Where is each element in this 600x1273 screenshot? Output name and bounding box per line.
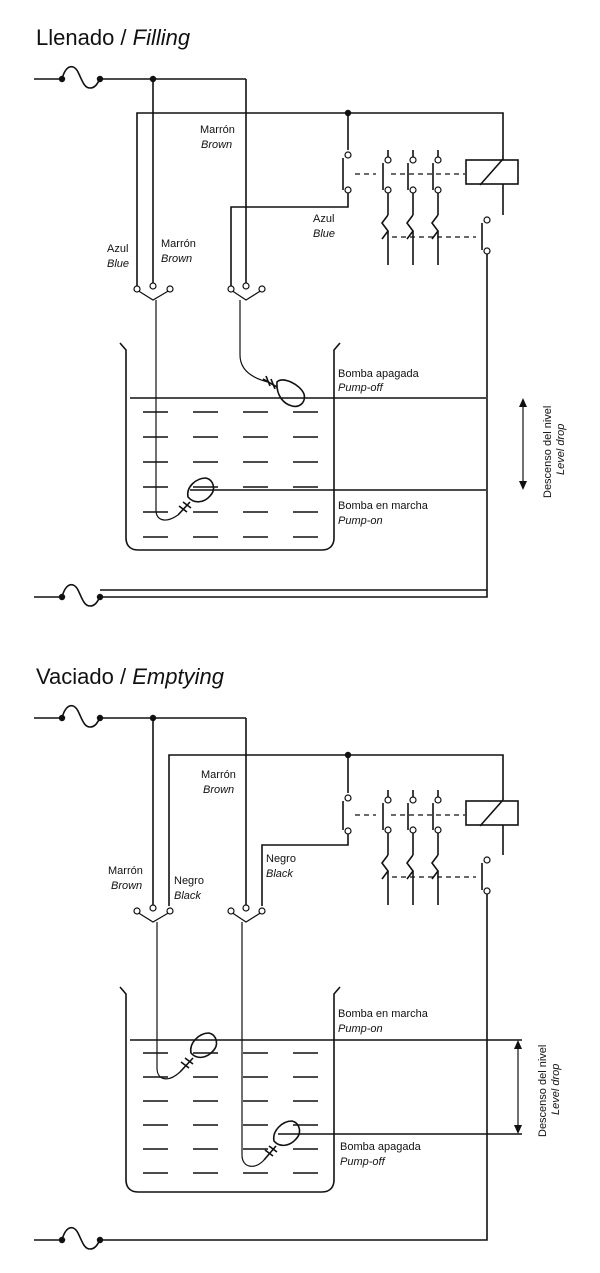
filling-float-upper-icon [262, 375, 306, 408]
emptying-supply-line-bottom [34, 1226, 488, 1250]
filling-pump-off-label-en: Pump-off [338, 382, 384, 394]
filling-control-loop [136, 109, 504, 288]
emptying-float-upper-icon [179, 1032, 218, 1073]
emptying-pump-off-label-en: Pump-off [340, 1156, 386, 1168]
emptying-level-drop-label: Descenso del nivel [537, 1045, 549, 1137]
filling-blue-right-label: Azul [313, 213, 334, 225]
filling-pump-on-label: Bomba en marcha [338, 500, 429, 512]
filling-level-drop-arrow [519, 398, 527, 490]
emptying-brown-left-label-en: Brown [111, 880, 142, 892]
emptying-pump-on-label-en: Pump-on [338, 1023, 383, 1035]
filling-level-drop-label: Descenso del nivel [542, 406, 554, 498]
filling-blue-right-label-en: Blue [313, 228, 335, 240]
emptying-float-switch-terminals [133, 904, 266, 1167]
emptying-black-right-label: Negro [266, 853, 296, 865]
filling-pump-on-label-en: Pump-on [338, 515, 383, 527]
emptying-relay-coil [465, 800, 519, 826]
emptying-control-loop [168, 751, 504, 906]
emptying-float-lower-icon [263, 1120, 301, 1161]
emptying-water-hatching [143, 1052, 318, 1174]
filling-float-switch-terminals [133, 282, 269, 510]
emptying-brown-left-label: Marrón [108, 865, 143, 877]
emptying-brown-top-label: Marrón [201, 769, 236, 781]
emptying-level-drop-arrow [514, 1040, 522, 1134]
emptying-contactor-contacts [342, 790, 519, 1233]
filling-brown-top-label: Marrón [200, 124, 235, 136]
emptying-pump-on-label: Bomba en marcha [338, 1008, 429, 1020]
filling-supply-line-bottom [34, 583, 488, 607]
emptying-title: Vaciado / Emptying [36, 664, 225, 689]
filling-supply-line-top [34, 65, 247, 288]
filling-level-drop-label-en: Level drop [555, 424, 567, 475]
filling-water-hatching [143, 411, 318, 538]
filling-tank [119, 342, 486, 551]
filling-brown-left-label-en: Brown [161, 253, 192, 265]
filling-brown-left-label: Marrón [161, 238, 196, 250]
filling-blue-left-label-en: Blue [107, 258, 129, 270]
filling-diagram: Llenado / Filling [34, 25, 567, 607]
emptying-pump-off-label: Bomba apagada [340, 1141, 422, 1153]
filling-pump-off-label: Bomba apagada [338, 368, 420, 380]
emptying-level-drop-label-en: Level drop [550, 1064, 562, 1115]
emptying-brown-top-label-en: Brown [203, 784, 234, 796]
filling-float-lower-icon [155, 477, 215, 521]
emptying-tank [119, 986, 522, 1193]
emptying-diagram: Vaciado / Emptying [34, 664, 562, 1250]
filling-title: Llenado / Filling [36, 25, 191, 50]
filling-contactor-contacts [100, 150, 519, 591]
filling-relay-coil [465, 159, 519, 185]
filling-brown-top-label-en: Brown [201, 139, 232, 151]
emptying-supply-line-top [34, 704, 247, 906]
emptying-black-mid-label-en: Black [174, 890, 201, 902]
emptying-black-right-label-en: Black [266, 868, 293, 880]
filling-blue-left-label: Azul [107, 243, 128, 255]
emptying-black-mid-label: Negro [174, 875, 204, 887]
